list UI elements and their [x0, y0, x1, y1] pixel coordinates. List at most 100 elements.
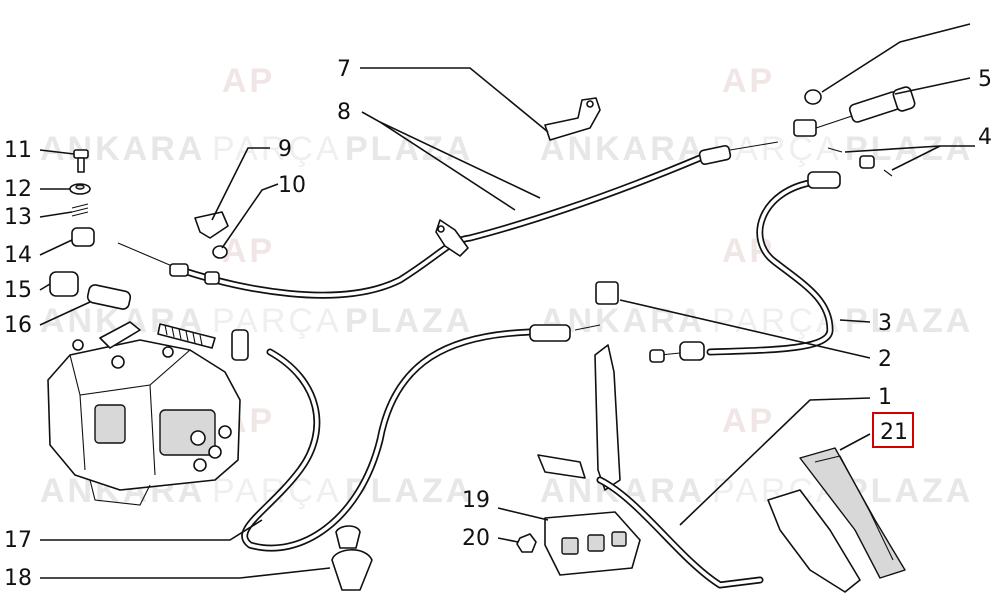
leader-5: [894, 77, 971, 95]
pedal-shaft: [537, 454, 586, 479]
leader-lines: [39, 23, 975, 579]
bracket-window: [611, 531, 627, 547]
leader-10: [221, 183, 279, 249]
bushing-14: [71, 227, 95, 247]
cable-sheath-core: [708, 180, 832, 354]
watermark-word: PLAZA: [345, 130, 473, 168]
watermark-word: ANKARA: [40, 130, 205, 168]
callout-17: 17: [4, 528, 32, 553]
leader-17: [40, 519, 263, 541]
clutch-cable-tip: [649, 349, 665, 363]
pedal-bracket-19: [516, 511, 641, 576]
callout-5: 5: [978, 67, 992, 92]
cable-inner-wire: [117, 242, 173, 267]
callout-1: 1: [878, 385, 892, 410]
leader-14: [39, 239, 73, 256]
adjuster-rod: [815, 115, 853, 129]
leader-3: [839, 319, 871, 323]
watermark-word: PARÇA: [212, 472, 342, 510]
watermark-logo-text: AP: [222, 62, 275, 100]
adjuster-clamp: [793, 119, 817, 137]
cable-sheath-core: [173, 156, 702, 297]
clips-upper: [169, 144, 732, 361]
pump-outlet: [193, 458, 207, 472]
accelerator-cable-upper: [117, 141, 779, 299]
clip-18-assembly: [331, 525, 373, 591]
nut-20: [516, 533, 537, 553]
pedal-pad-base: [767, 489, 861, 593]
screw-4: [827, 147, 893, 177]
pump-outlet: [208, 445, 222, 459]
leader-19: [497, 507, 549, 521]
callout-7: 7: [337, 57, 351, 82]
callout-11: 11: [4, 138, 32, 163]
bracket-window: [561, 537, 579, 555]
bracket-hole: [586, 100, 594, 108]
watermark-logo-text: AP: [222, 232, 275, 270]
pump-cover: [94, 404, 126, 444]
clutch-fittings: [529, 147, 893, 363]
bracket-hole: [437, 225, 445, 233]
washer-hole: [75, 184, 85, 190]
leader-11: [39, 149, 75, 155]
clip-2: [595, 281, 619, 305]
callout-14: 14: [4, 243, 32, 268]
leader-8b: [379, 121, 541, 199]
leader-20: [497, 537, 519, 543]
cable-end-fitting: [169, 263, 189, 277]
bracket-window: [587, 534, 605, 552]
cable-ferrule: [698, 144, 732, 166]
cable-adjuster: [231, 329, 249, 361]
watermark-word: ANKARA: [540, 130, 705, 168]
watermark-logo-text: AP: [722, 62, 775, 100]
callout-4: 4: [978, 125, 992, 150]
callout-10: 10: [278, 173, 306, 198]
callout-9: 9: [278, 137, 292, 162]
sleeve-15: [49, 271, 79, 297]
pump-edge: [69, 349, 191, 396]
pump-bolt: [162, 346, 174, 358]
pump-spring-coils: [164, 324, 203, 346]
leader-2: [619, 299, 871, 359]
watermark-word: PARÇA: [212, 130, 342, 168]
leader-7: [360, 67, 549, 133]
lower-cable-end: [529, 324, 571, 342]
clip-18-top: [335, 525, 361, 549]
leader-21: [839, 433, 871, 451]
pump-bolt: [111, 355, 125, 369]
callout-16: 16: [4, 313, 32, 338]
bracket-7: [544, 97, 601, 141]
watermark-word: PARÇA: [712, 302, 842, 340]
callout-15: 15: [4, 278, 32, 303]
accelerator-cable-lower: [241, 324, 601, 552]
leader-4b: [891, 145, 941, 171]
callout-13: 13: [4, 205, 32, 230]
clutch-cable-end: [807, 171, 841, 189]
fittings-left: [49, 149, 132, 310]
pedal-pad-21: [799, 447, 906, 579]
pump-foot: [89, 479, 151, 506]
leader-15: [39, 283, 51, 291]
callout-12: 12: [4, 177, 32, 202]
pedal-pad-ribs: [814, 455, 894, 561]
nut-6: [804, 89, 822, 105]
leader-6: [821, 23, 971, 93]
watermark-word: PLAZA: [345, 302, 473, 340]
spring-washer-13: [71, 203, 89, 217]
pump-head: [159, 409, 216, 456]
pump-bolt: [72, 339, 84, 351]
pedal-assembly: [537, 344, 906, 593]
sleeve-16: [86, 284, 132, 310]
cable-inner-wire: [729, 141, 779, 151]
pedal-rod-core: [598, 478, 762, 587]
clip-9: [194, 211, 229, 239]
callout-21-highlight-box: [872, 412, 914, 448]
callout-2: 2: [878, 347, 892, 372]
bracket-7-body: [544, 97, 601, 141]
watermark-word: PARÇA: [712, 130, 842, 168]
leader-1: [679, 397, 871, 526]
callout-8: 8: [337, 100, 351, 125]
callout-21: 21: [880, 420, 908, 445]
leader-13: [39, 211, 73, 218]
